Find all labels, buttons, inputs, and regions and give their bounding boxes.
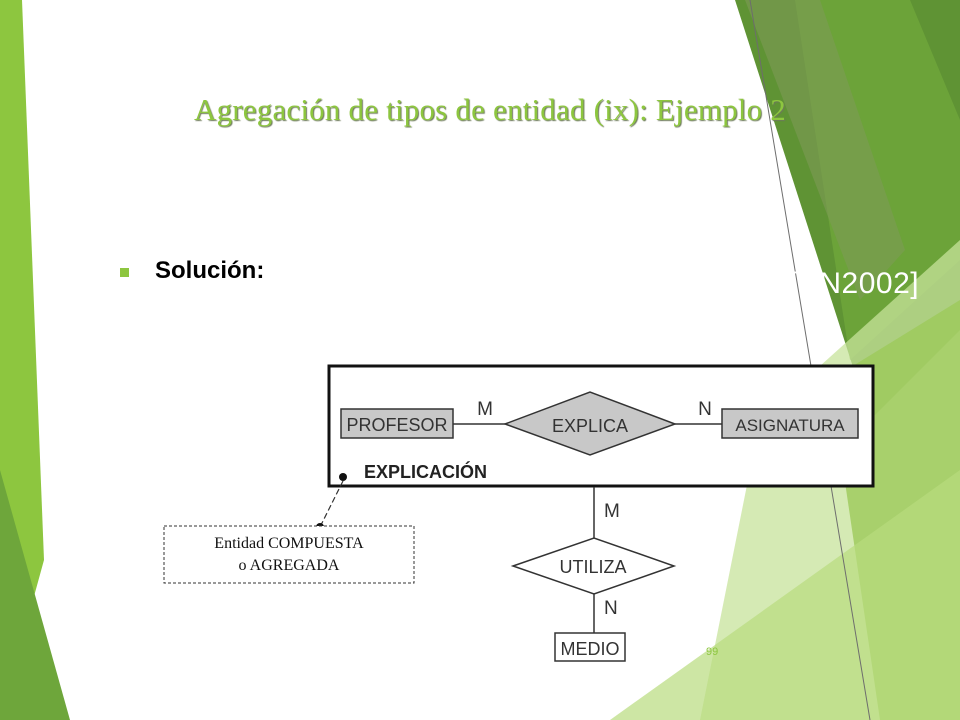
entity-profesor xyxy=(340,408,454,439)
deco-shape-left-2 xyxy=(0,470,70,720)
relationship-utiliza xyxy=(510,537,677,595)
bullet-marker xyxy=(120,268,129,277)
entity-medio xyxy=(554,632,626,662)
note-text: Entidad COMPUESTA o AGREGADA xyxy=(164,526,414,583)
cardinality-explica-left: M xyxy=(477,399,493,420)
deco-shape-light-3 xyxy=(610,470,960,720)
cardinality-explica-right: N xyxy=(698,399,712,420)
relationship-explica xyxy=(502,391,678,456)
note-pointer xyxy=(319,480,344,528)
page-number: 99 xyxy=(706,646,719,658)
deco-line xyxy=(749,0,871,720)
citation: [EN2002] xyxy=(790,267,920,300)
note-box xyxy=(163,525,415,584)
entity-asignatura xyxy=(721,408,859,439)
relationship-explica-label: EXPLICA xyxy=(552,416,628,436)
relationship-utiliza-label: UTILIZA xyxy=(559,557,626,577)
cardinality-utiliza-top: M xyxy=(604,501,620,522)
entity-asignatura-label: ASIGNATURA xyxy=(735,416,845,435)
bullet-text: Solución: xyxy=(155,257,265,284)
entity-medio-label: MEDIO xyxy=(560,639,619,659)
entity-profesor-label: PROFESOR xyxy=(346,415,447,435)
slide-title: Agregación de tipos de entidad (ix): Eje… xyxy=(193,92,786,127)
note-line-2: o AGREGADA xyxy=(238,557,340,574)
deco-shape-olive xyxy=(745,0,905,300)
aggregate-label-dot xyxy=(339,473,347,481)
note-line-1: Entidad COMPUESTA xyxy=(214,535,364,552)
aggregate-label: EXPLICACIÓN xyxy=(364,461,487,482)
cardinality-utiliza-bottom: N xyxy=(604,598,618,619)
